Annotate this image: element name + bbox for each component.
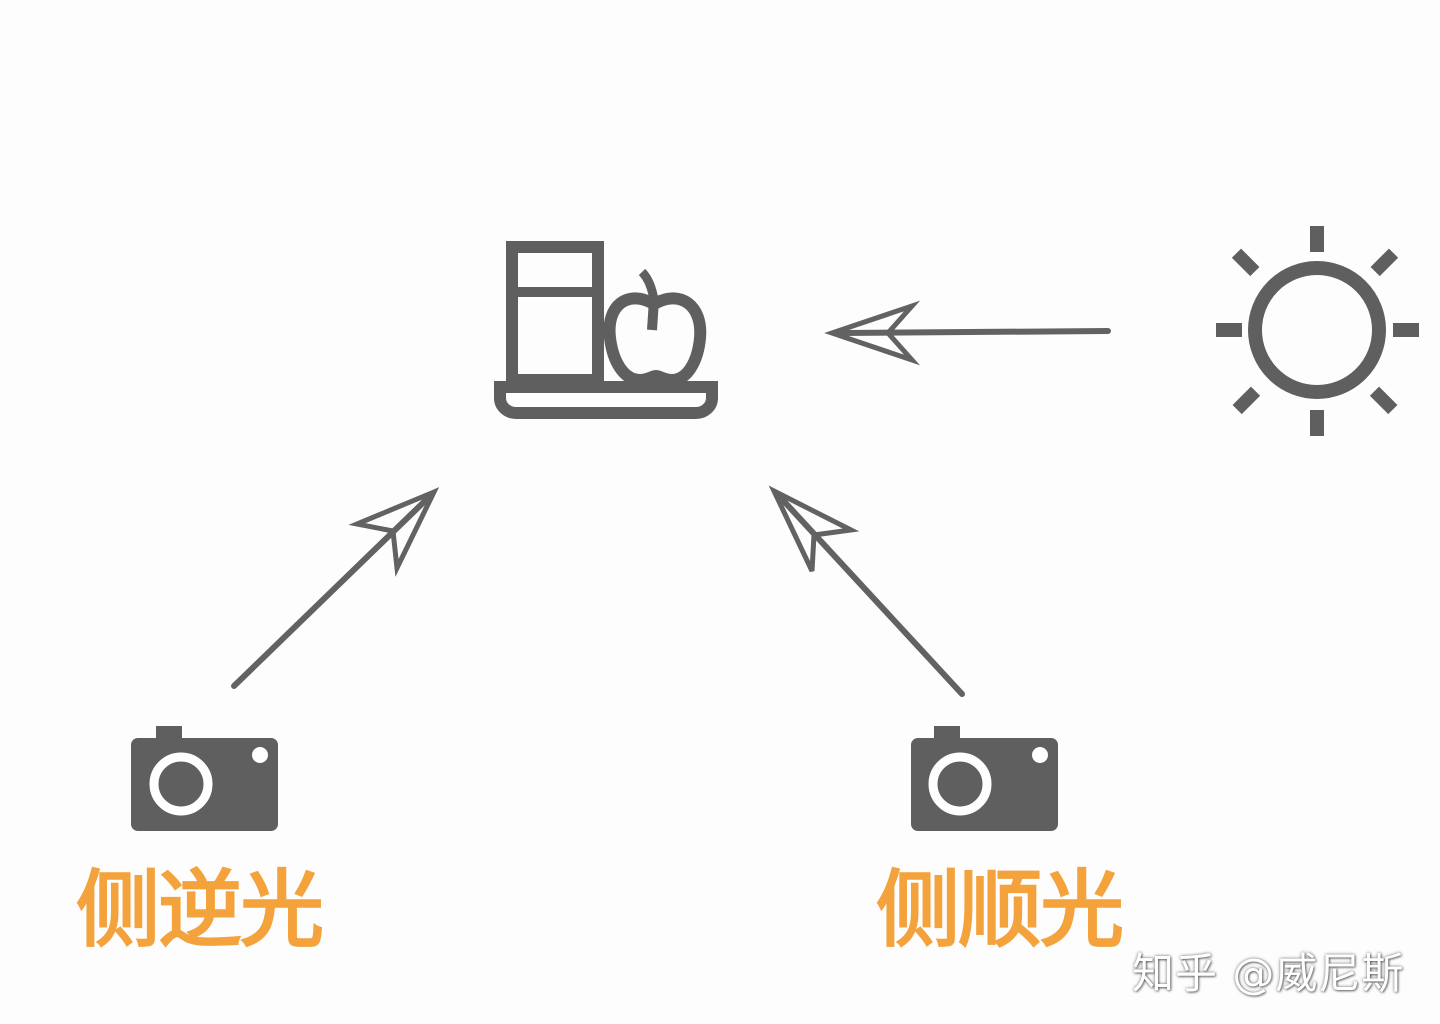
light-direction-arrow (824, 300, 1111, 366)
right-camera-arrow (768, 485, 965, 697)
watermark: 知乎 @威尼斯 (1132, 949, 1405, 998)
sun-icon (1216, 226, 1419, 436)
right-camera-label: 侧顺光 (876, 861, 1124, 959)
camera-icon (911, 726, 1058, 831)
camera-icon (131, 726, 278, 831)
left-camera-arrow (231, 487, 440, 689)
left-camera-label: 侧逆光 (76, 861, 324, 959)
food-tray-icon (494, 241, 718, 419)
